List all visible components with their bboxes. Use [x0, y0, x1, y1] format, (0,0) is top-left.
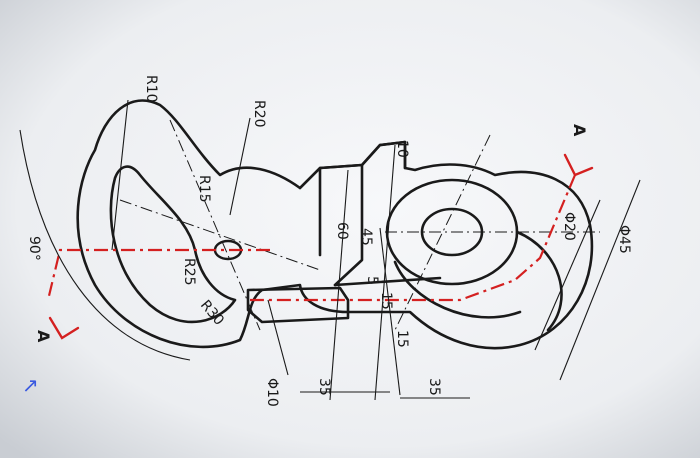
label-5: 5: [364, 276, 380, 285]
label-angle: 90°: [26, 236, 42, 261]
label-section-a-top: A: [570, 124, 589, 137]
section-line: [46, 174, 577, 302]
handwritten-mark: ↗: [22, 373, 39, 397]
dimension-lines: [19, 99, 641, 401]
label-r25: R25: [181, 258, 197, 286]
label-60: 60: [334, 222, 350, 240]
label-10: 10: [394, 140, 410, 158]
label-r20: R20: [251, 100, 267, 128]
label-r15: R15: [196, 175, 212, 203]
label-35b: 35: [426, 378, 442, 396]
label-d10: Φ10: [264, 378, 280, 407]
label-section-a-left: A: [34, 330, 53, 343]
section-arrows: [48, 153, 594, 340]
label-d45: Φ45: [616, 225, 632, 254]
label-35a: 35: [316, 378, 332, 396]
label-45: 45: [358, 228, 374, 246]
label-r10: R10: [143, 75, 159, 103]
label-15a: 15: [378, 292, 394, 310]
center-lines: [119, 119, 600, 331]
label-15b: 15: [394, 330, 410, 348]
label-d20: Φ20: [561, 212, 577, 241]
